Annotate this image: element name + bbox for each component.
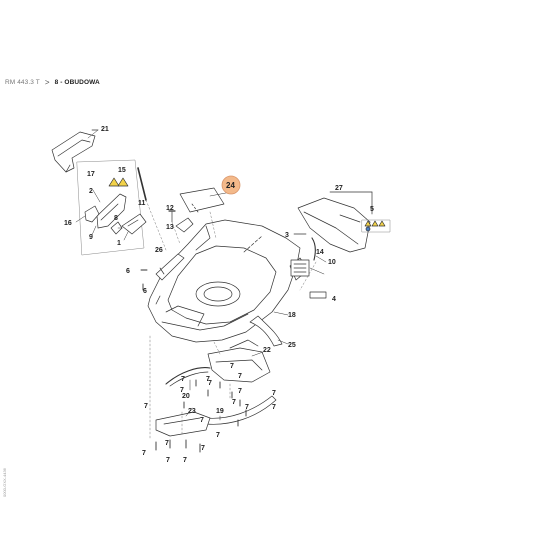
label-7: 7: [201, 445, 205, 452]
part-25-flap[interactable]: [249, 315, 283, 347]
label-20: 20: [182, 393, 190, 400]
label-24: 24: [226, 181, 235, 190]
part-labels: 21 17 15 2 11 16 8 9 1 24 12 13 27 5 3 2…: [64, 126, 374, 464]
part-23-bottom-bracket[interactable]: [155, 411, 211, 437]
label-15: 15: [118, 167, 126, 174]
label-7: 7: [200, 417, 204, 424]
label-7: 7: [232, 399, 236, 406]
breadcrumb: RM 443.3 T > 8 - OBUDOWA: [5, 78, 100, 87]
label-6-a: 6: [126, 268, 130, 275]
label-7: 7: [183, 457, 187, 464]
label-7: 7: [216, 432, 220, 439]
part-13-bracket[interactable]: [175, 217, 194, 233]
part-21-cover[interactable]: [51, 131, 96, 173]
label-7: 7: [245, 404, 249, 411]
label-14: 14: [316, 249, 324, 256]
label-7: 7: [272, 404, 276, 411]
assembly-lines: [145, 199, 317, 441]
label-18: 18: [288, 312, 296, 319]
label-13: 13: [166, 224, 174, 231]
label-27: 27: [335, 185, 343, 192]
part-9-bracket[interactable]: [84, 205, 100, 223]
label-7: 7: [272, 390, 276, 397]
label-7: 7: [180, 387, 184, 394]
part-18-deck-housing[interactable]: [147, 219, 309, 343]
part-4-spacer[interactable]: [309, 291, 327, 299]
highlight-circle-24[interactable]: [221, 175, 241, 195]
part-26-side-piece[interactable]: [155, 253, 185, 281]
part-1-bracket[interactable]: [121, 213, 147, 235]
part-10-cable[interactable]: [311, 237, 316, 261]
label-2: 2: [89, 188, 93, 195]
label-7: 7: [208, 380, 212, 387]
breadcrumb-model[interactable]: RM 443.3 T: [5, 79, 40, 86]
label-21: 21: [101, 126, 109, 133]
screws-7[interactable]: [155, 379, 247, 453]
label-7: 7: [206, 376, 210, 383]
part-27-rear-cover[interactable]: [297, 197, 371, 253]
part-22-rear-housing[interactable]: [207, 339, 271, 383]
part-5-warning-label[interactable]: [361, 219, 391, 233]
label-26: 26: [155, 247, 163, 254]
part-6-screws[interactable]: [140, 269, 148, 291]
label-7: 7: [238, 373, 242, 380]
label-6-b: 6: [143, 288, 147, 295]
part-15-warning-label[interactable]: [108, 177, 129, 187]
label-12: 12: [166, 205, 174, 212]
label-7: 7: [166, 457, 170, 464]
breadcrumb-separator: >: [44, 78, 50, 87]
label-19: 19: [216, 408, 224, 415]
part-group-frame: [76, 159, 145, 256]
leader-lines: [75, 129, 327, 421]
label-7: 7: [142, 450, 146, 457]
breadcrumb-section: 8 - OBUDOWA: [54, 79, 100, 86]
label-25: 25: [288, 342, 296, 349]
label-7: 7: [144, 403, 148, 410]
part-20-left-flap[interactable]: [165, 367, 211, 387]
label-3: 3: [285, 232, 289, 239]
label-17: 17: [87, 171, 95, 178]
label-7: 7: [181, 376, 185, 383]
label-9: 9: [89, 234, 93, 241]
part-14-grille[interactable]: [290, 259, 310, 277]
part-19-right-flap[interactable]: [205, 395, 277, 425]
part-11-rod[interactable]: [137, 167, 147, 201]
label-11: 11: [138, 200, 146, 207]
part-24-plate[interactable]: [179, 187, 225, 213]
label-23: 23: [188, 408, 196, 415]
label-22: 22: [263, 347, 271, 354]
label-10: 10: [328, 259, 336, 266]
part-2-shield[interactable]: [96, 193, 127, 229]
label-7: 7: [230, 363, 234, 370]
label-4: 4: [332, 296, 336, 303]
label-7: 7: [238, 388, 242, 395]
label-5: 5: [370, 206, 374, 213]
label-8: 8: [114, 215, 118, 222]
part-12-bolt[interactable]: [168, 210, 176, 223]
label-16: 16: [64, 220, 72, 227]
drawing-code: 0000-GXX-4436: [2, 468, 7, 497]
label-7: 7: [165, 440, 169, 447]
label-1: 1: [117, 240, 121, 247]
